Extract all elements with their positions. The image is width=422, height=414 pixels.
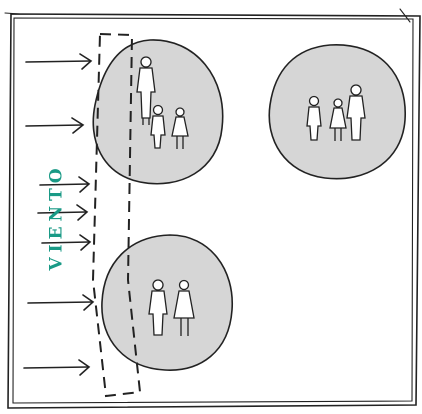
wind-arrow <box>27 294 95 311</box>
wind-arrow <box>37 204 89 221</box>
wind-label-container: VIENTO <box>34 161 80 273</box>
circle-bottom-left <box>101 234 233 371</box>
wind-arrow <box>25 53 93 70</box>
figures-top-right <box>306 84 366 141</box>
wind-arrows <box>23 53 95 376</box>
wind-arrow <box>41 234 92 251</box>
figures-bottom-left <box>148 279 195 336</box>
dashed-barrier <box>91 32 142 398</box>
figures-top-left <box>136 56 189 149</box>
wind-arrow <box>39 176 91 193</box>
wind-label: VIENTO <box>47 163 68 271</box>
wind-arrow <box>25 117 85 134</box>
frame <box>4 8 421 409</box>
wind-arrow <box>23 359 91 376</box>
